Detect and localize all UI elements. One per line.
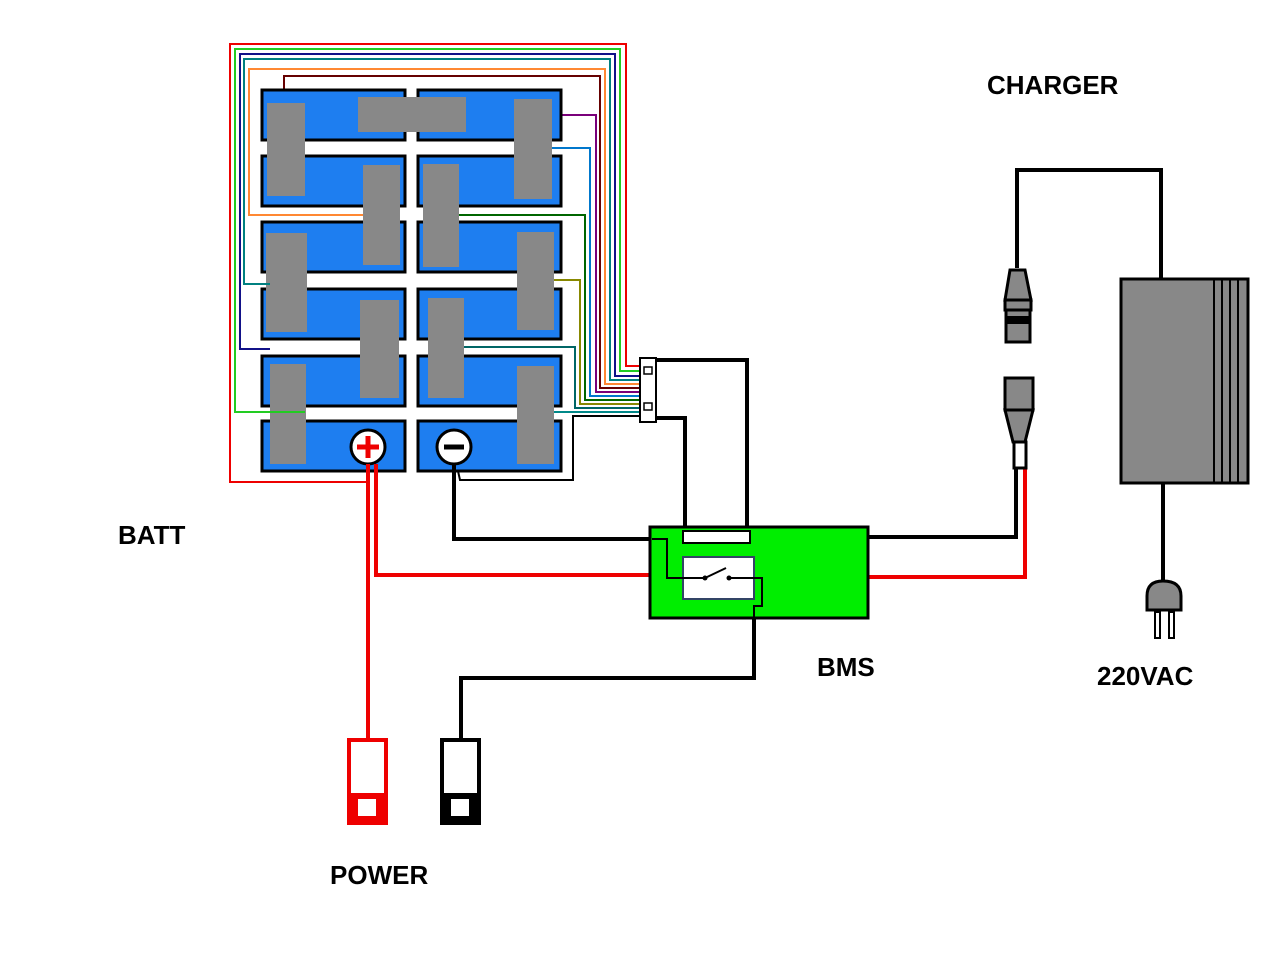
strap <box>363 165 400 265</box>
charger-cable <box>1015 168 1163 280</box>
strap <box>360 300 399 398</box>
strap <box>514 99 552 199</box>
balance-wire-darkgreen <box>452 214 642 401</box>
balance-wire-orange <box>248 68 642 385</box>
balance-wire-teal <box>243 58 642 381</box>
balance-wire-darkred <box>283 75 642 389</box>
balance-wire-navy <box>239 53 642 377</box>
balance-cable <box>656 416 687 528</box>
power-positive-connector <box>347 738 388 825</box>
battery-negative-wire <box>452 464 652 541</box>
balance-connector <box>639 357 657 423</box>
bms-balance-header <box>682 530 751 544</box>
bms-label: BMS <box>817 652 875 682</box>
ac-plug <box>1145 579 1183 639</box>
charger-plug <box>1003 268 1033 344</box>
strap <box>270 364 306 464</box>
strap <box>358 97 466 132</box>
balance-wire-blue <box>552 147 642 397</box>
main-wires <box>366 168 1165 740</box>
charger-unit <box>1119 277 1250 485</box>
battery-label: BATT <box>118 520 186 550</box>
balance-wire-olive <box>548 279 642 405</box>
charger-negative-wire <box>868 468 1018 539</box>
strap <box>517 366 554 464</box>
balance-wire-darkteal <box>456 346 642 409</box>
battery-positive-wire <box>374 464 652 577</box>
balance-wire-red <box>229 43 642 483</box>
ac-voltage-label: 220VAC <box>1097 661 1194 691</box>
charger-positive-wire <box>868 468 1027 579</box>
bms-board <box>648 525 870 620</box>
battery-negative-terminal <box>435 428 473 466</box>
balance-wire-green <box>234 48 642 413</box>
cell-straps <box>266 97 554 464</box>
battery-positive-terminal <box>349 428 387 466</box>
balance-wire-black <box>455 415 642 481</box>
power-negative-connector <box>440 738 481 825</box>
power-label: POWER <box>330 860 429 890</box>
strap <box>423 164 459 267</box>
power-negative-wire <box>459 618 756 740</box>
strap <box>428 298 464 398</box>
strap <box>517 232 554 330</box>
balance-cable <box>656 358 749 528</box>
strap-taps <box>266 283 305 413</box>
charger-socket <box>1003 376 1035 470</box>
charger-label: CHARGER <box>987 70 1119 100</box>
strap <box>267 103 305 196</box>
strap <box>266 233 307 332</box>
